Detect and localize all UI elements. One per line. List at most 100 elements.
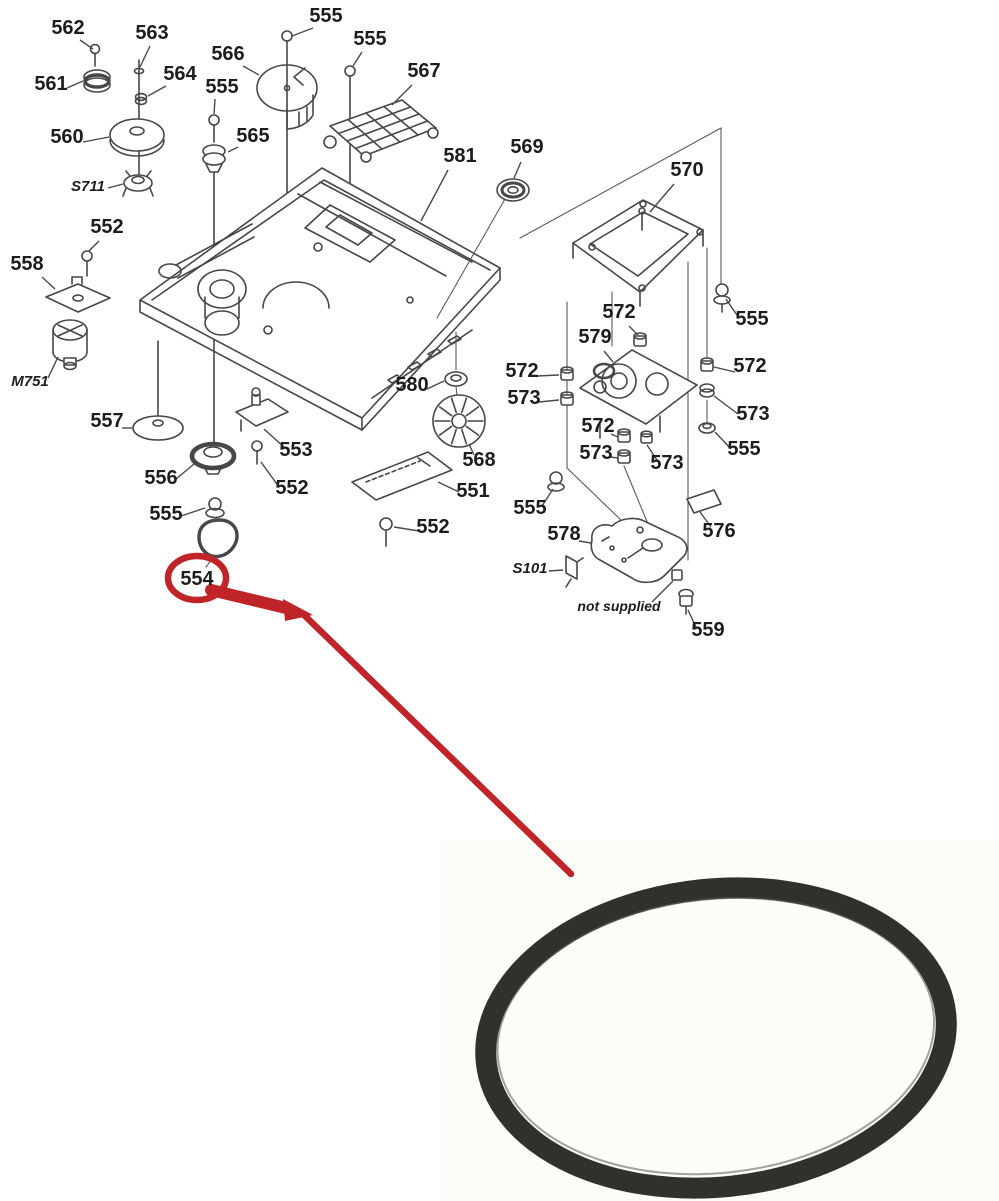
- leader-line-572: [536, 374, 560, 377]
- plate-578-part: [590, 517, 688, 584]
- part-label-563: 563: [135, 22, 168, 44]
- bracket-570-part: [572, 199, 704, 307]
- leader-line-552: [260, 461, 280, 488]
- leader-line-555: [714, 431, 732, 450]
- gear-S711-part: [122, 170, 154, 197]
- part-label-573: 573: [650, 452, 683, 474]
- grommet-569-part: [496, 178, 530, 202]
- part-label-572: 572: [505, 360, 538, 382]
- leader-line-555: [541, 488, 554, 507]
- leader-line-580: [426, 380, 445, 390]
- part-label-M751: M751: [11, 373, 49, 390]
- part-label-S101: S101: [512, 560, 547, 577]
- part-label-580: 580: [395, 374, 428, 396]
- leader-line-570: [649, 183, 675, 213]
- part-label-560: 560: [50, 126, 83, 148]
- disc-557-part: [132, 340, 184, 441]
- fan-568-part: [432, 394, 486, 448]
- part-label-555: 555: [205, 76, 238, 98]
- screw-562-part: [89, 43, 101, 67]
- leader-line-573: [713, 395, 739, 415]
- part-label-559: 559: [691, 619, 724, 641]
- part-label-562: 562: [51, 17, 84, 39]
- nut-572-right: [700, 357, 714, 372]
- part-label-555: 555: [513, 497, 546, 519]
- leader-line-578: [578, 540, 592, 544]
- leader-line-S711: [107, 183, 124, 189]
- diagram-line-art: [45, 30, 731, 615]
- part-label-567: 567: [407, 60, 440, 82]
- leader-line-not-supplied: [651, 580, 674, 603]
- plate-576-part: [686, 489, 722, 514]
- leader-line-562: [79, 39, 94, 50]
- part-label-579: 579: [578, 326, 611, 348]
- nut-573-left: [560, 391, 574, 406]
- part-label-578: 578: [547, 523, 580, 545]
- switch-S101-part: [565, 555, 584, 588]
- chassis-581-part: [139, 167, 501, 431]
- part-label-581: 581: [443, 145, 476, 167]
- leader-line-573: [609, 456, 619, 459]
- part-label-552: 552: [90, 216, 123, 238]
- nut-573-mid-right: [640, 430, 653, 444]
- leader-line-555: [213, 98, 216, 115]
- leader-line-564: [147, 85, 167, 97]
- leader-lines-layer: [41, 27, 740, 628]
- part-label-not-supplied: not supplied: [577, 598, 661, 614]
- leader-line-561: [66, 80, 84, 89]
- red-pointer-thick: [205, 584, 292, 614]
- screw-552-part-c: [379, 517, 393, 547]
- nut-not-supplied-part: [671, 569, 683, 581]
- nut-572-mid: [617, 428, 631, 443]
- plate-553-part: [235, 387, 289, 432]
- part-label-573: 573: [736, 403, 769, 425]
- screw-555-mid-low: [547, 471, 565, 492]
- nut-573-mid: [617, 449, 631, 464]
- leader-line-579: [603, 350, 614, 363]
- leader-line-555: [725, 298, 740, 319]
- leader-line-M751: [47, 356, 59, 379]
- part-label-555: 555: [735, 308, 768, 330]
- part-label-555: 555: [353, 28, 386, 50]
- part-label-552: 552: [275, 477, 308, 499]
- leader-line-555: [180, 507, 206, 517]
- screw-555-part-d: [713, 283, 731, 313]
- part-label-557: 557: [90, 410, 123, 432]
- part-label-555: 555: [727, 438, 760, 460]
- part-label-572: 572: [581, 415, 614, 437]
- screw-552-part-a: [81, 250, 93, 277]
- washer-573-right: [699, 383, 715, 398]
- red-circle-554: [164, 552, 230, 604]
- leader-line-552: [393, 526, 420, 532]
- leader-line-572: [713, 366, 736, 373]
- leader-line-551: [437, 481, 460, 493]
- leader-line-555: [291, 27, 314, 37]
- grid-plate-567-part: [323, 99, 439, 163]
- part-label-572: 572: [733, 355, 766, 377]
- leader-line-563: [139, 45, 151, 68]
- pulley-556-part: [189, 441, 237, 475]
- leader-line-581: [420, 169, 449, 222]
- washer-580-part: [444, 331, 468, 397]
- board-551-part: [351, 451, 453, 501]
- leader-line-559: [687, 609, 697, 628]
- part-label-569: 569: [510, 136, 543, 158]
- disc-560-part: [109, 118, 165, 157]
- nut-572-left: [560, 366, 574, 381]
- leader-line-572: [628, 325, 639, 336]
- leader-line-568: [468, 443, 475, 456]
- leader-line-558: [41, 276, 56, 290]
- screw-555-part-a: [281, 30, 293, 209]
- screw-555-part-f: [205, 497, 225, 519]
- rubber-belt: [475, 877, 957, 1199]
- screw-555-part-c: [208, 114, 220, 143]
- leader-line-560: [82, 136, 110, 143]
- reference-panel-lines: [436, 127, 722, 561]
- part-label-565: 565: [236, 125, 269, 147]
- leader-line-572: [610, 433, 619, 438]
- part-label-S711: S711: [71, 178, 105, 195]
- part-label-553: 553: [279, 439, 312, 461]
